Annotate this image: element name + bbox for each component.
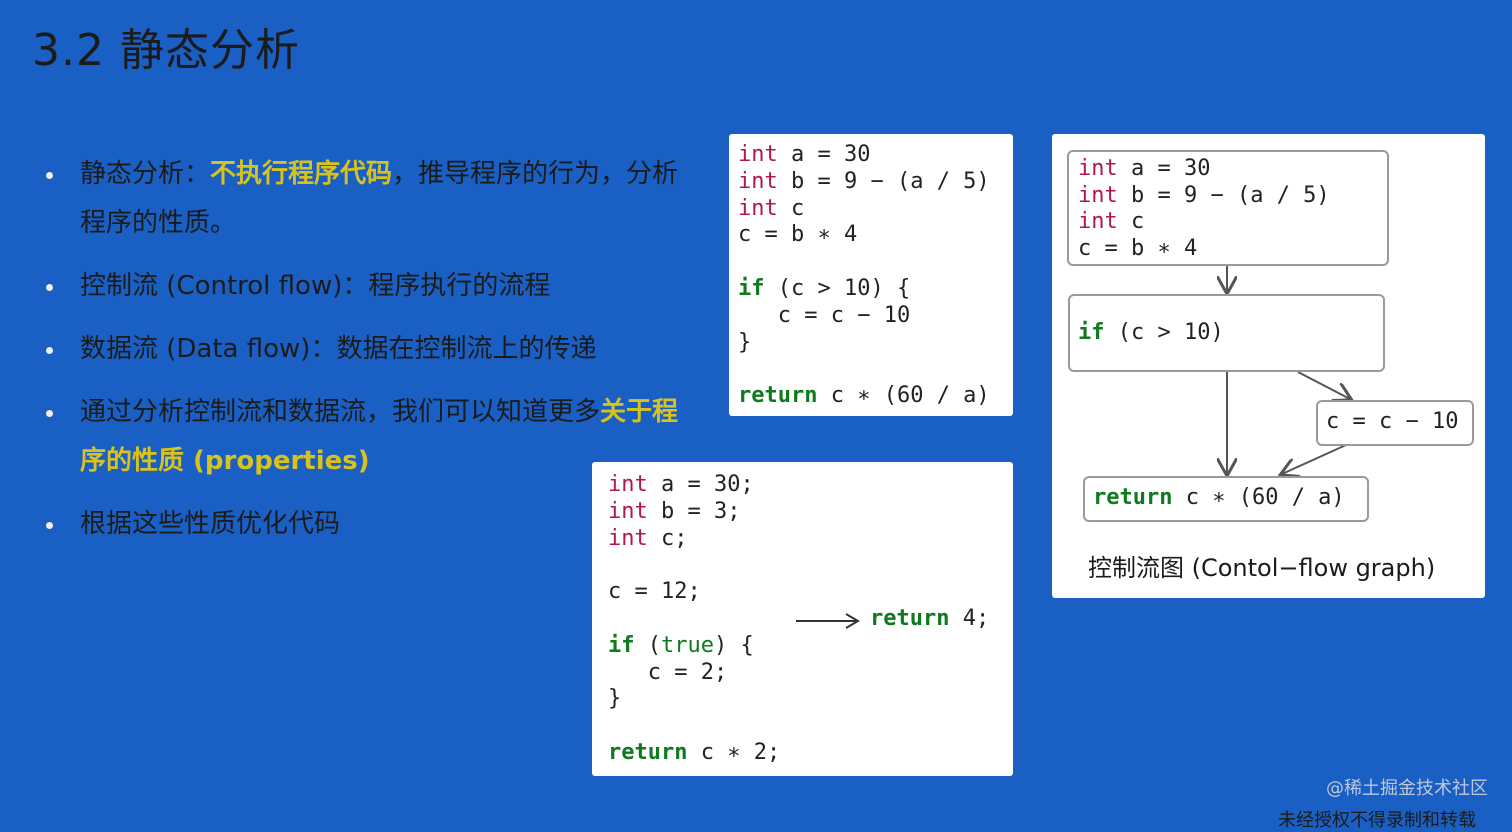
bullet-static-analysis: 静态分析：不执行程序代码，推导程序的行为，分析程序的性质。	[46, 150, 696, 248]
code-listing: int a = 30 int b = 9 − (a / 5) int c c =…	[738, 142, 990, 409]
edge-if-to-assign	[1297, 371, 1350, 399]
edge-assign-to-return	[1282, 444, 1347, 474]
cfg-node-entry: int a = 30 int b = 9 − (a / 5) int c c =…	[1067, 150, 1389, 266]
bullet-properties: 通过分析控制流和数据流，我们可以知道更多关于程序的性质 (properties)	[46, 388, 696, 486]
bullet-dot	[46, 172, 53, 179]
cfg-caption: 控制流图 (Contol−flow graph)	[1088, 554, 1436, 582]
code-block-original: int a = 30 int b = 9 − (a / 5) int c c =…	[729, 134, 1013, 416]
cfg-node-if: if (c > 10)	[1068, 294, 1385, 372]
optimized-result: return 4;	[870, 606, 990, 631]
cfg-edges	[1052, 264, 1485, 534]
highlight-text: 关于程序的性质 (properties)	[80, 397, 679, 476]
bullet-optimize: 根据这些性质优化代码	[46, 500, 696, 549]
bullet-dot	[46, 522, 53, 529]
bullet-control-flow: 控制流 (Control flow)：程序执行的流程	[46, 262, 696, 311]
bullet-list: 静态分析：不执行程序代码，推导程序的行为，分析程序的性质。 控制流 (Contr…	[46, 150, 696, 563]
bullet-dot	[46, 284, 53, 291]
arrow-right-icon	[796, 613, 860, 629]
code-listing: int a = 30; int b = 3; int c; c = 12; if…	[608, 472, 781, 765]
bullet-dot	[46, 410, 53, 417]
cfg-node-return: return c ∗ (60 / a)	[1083, 476, 1369, 522]
site-watermark: @稀土掘金技术社区	[1326, 778, 1488, 799]
bullet-dot	[46, 347, 53, 354]
copyright-notice: 未经授权不得录制和转载	[1278, 810, 1476, 831]
cfg-node-assign: c = c − 10	[1316, 400, 1474, 446]
slide-title: 3.2 静态分析	[32, 25, 300, 76]
code-block-optimized: int a = 30; int b = 3; int c; c = 12; if…	[592, 462, 1013, 776]
highlight-text: 不执行程序代码	[210, 159, 393, 189]
control-flow-graph: int a = 30 int b = 9 − (a / 5) int c c =…	[1052, 134, 1485, 598]
bullet-data-flow: 数据流 (Data flow)：数据在控制流上的传递	[46, 325, 696, 374]
